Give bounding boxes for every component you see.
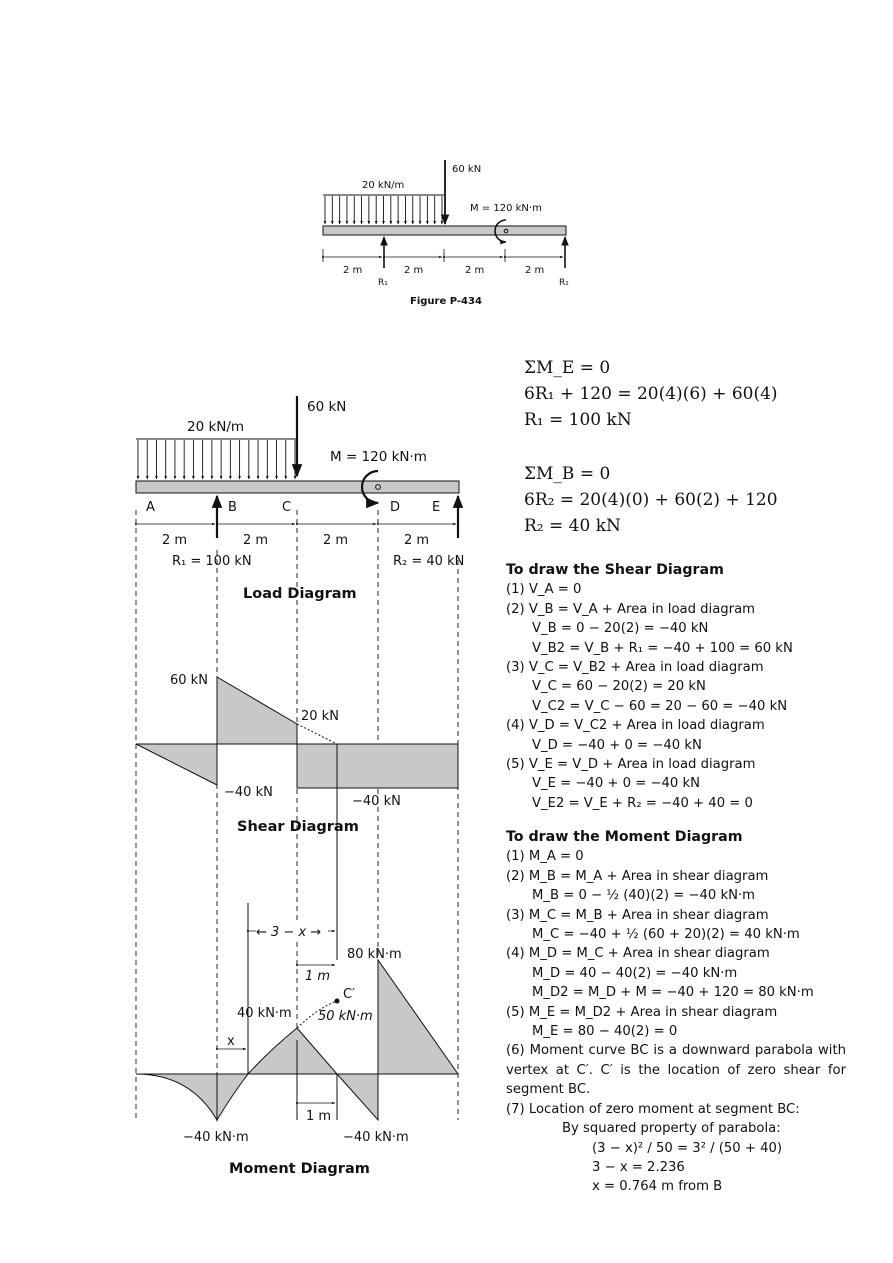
moment-step-2a: M_B = 0 − ½ (40)(2) = −40 kN·m bbox=[532, 888, 755, 904]
moment-step-5: (5) M_E = M_D2 + Area in shear diagram bbox=[506, 1004, 778, 1020]
moment-step-4a: M_D = 40 − 40(2) = −40 kN·m bbox=[532, 965, 738, 981]
moment-area-ab bbox=[135, 1073, 218, 1122]
shear-diagram-title: Shear Diagram bbox=[237, 819, 359, 835]
r1-label: R₁ = 100 kN bbox=[172, 554, 252, 569]
moment-neg40-label-b: −40 kN·m bbox=[343, 1130, 409, 1145]
shear-step-3b: V_C2 = V_C − 60 = 20 − 60 = −40 kN bbox=[532, 698, 788, 714]
moment-40-label: 40 kN·m bbox=[237, 1006, 292, 1021]
top-span-2: 2 m bbox=[404, 265, 423, 276]
moment-step-7b: (3 − x)² / 50 = 3² / (50 + 40) bbox=[592, 1140, 783, 1156]
top-moment-icon bbox=[494, 219, 507, 245]
shear-step-2b: V_B2 = V_B + R₁ = −40 + 100 = 60 kN bbox=[532, 640, 793, 656]
figure-caption: Figure P-434 bbox=[410, 296, 482, 307]
moment-step-5a: M_E = 80 − 40(2) = 0 bbox=[532, 1024, 678, 1040]
moment-step-6: (6) Moment curve BC is a downward parabo… bbox=[506, 1043, 846, 1098]
moment-area-bc-neg bbox=[216, 1073, 250, 1122]
top-span-1: 2 m bbox=[343, 265, 362, 276]
equation-r2-calc: 6R₂ = 20(4)(0) + 60(2) + 120 bbox=[524, 490, 778, 510]
shear-step-4: (4) V_D = V_C2 + Area in load diagram bbox=[506, 718, 765, 734]
load-moment-label: M = 120 kN·m bbox=[330, 449, 427, 465]
equation-sum-me: ΣM_E = 0 bbox=[524, 358, 611, 378]
shear-step-1: (1) V_A = 0 bbox=[506, 582, 582, 598]
r2-label: R₂ = 40 kN bbox=[393, 554, 464, 569]
point-label-c: C bbox=[282, 500, 291, 515]
moment-50-label: 50 kN·m bbox=[318, 1009, 373, 1024]
point-label-a: A bbox=[146, 500, 155, 515]
top-span-4: 2 m bbox=[525, 265, 544, 276]
c-prime-point bbox=[334, 998, 340, 1004]
moment-step-4: (4) M_D = M_C + Area in shear diagram bbox=[506, 946, 770, 962]
span-4: 2 m bbox=[404, 533, 429, 548]
top-r1-label: R₁ bbox=[378, 278, 388, 288]
guide-lines bbox=[135, 510, 459, 1120]
top-moment-label: M = 120 kN·m bbox=[470, 203, 542, 214]
point-label-b: B bbox=[228, 500, 237, 515]
shear-step-2a: V_B = 0 − 20(2) = −40 kN bbox=[532, 621, 709, 637]
equation-r2: R₂ = 40 kN bbox=[524, 516, 621, 536]
load-point-label: 60 kN bbox=[307, 399, 346, 415]
load-moment-icon bbox=[360, 469, 380, 509]
moment-area-bc-pos bbox=[246, 1027, 339, 1075]
shear-step-3: (3) V_C = V_B2 + Area in load diagram bbox=[506, 660, 764, 676]
shear-area-bc bbox=[216, 676, 298, 745]
shear-neg40-label-b: −40 kN bbox=[352, 794, 401, 809]
top-beam bbox=[322, 225, 567, 236]
span-2: 2 m bbox=[243, 533, 268, 548]
moment-step-7d: x = 0.764 m from B bbox=[592, 1179, 723, 1195]
shear-20-label: 20 kN bbox=[301, 709, 339, 724]
shear-area-ab bbox=[135, 743, 218, 786]
shear-neg40-label-a: −40 kN bbox=[224, 785, 273, 800]
top-point-load-label: 60 kN bbox=[452, 164, 481, 175]
moment-80-label: 80 kN·m bbox=[347, 947, 402, 962]
moment-step-3a: M_C = −40 + ½ (60 + 20)(2) = 40 kN·m bbox=[532, 927, 800, 943]
top-span-3: 2 m bbox=[465, 265, 484, 276]
top-dist-load-label: 20 kN/m bbox=[362, 180, 404, 191]
one-m-top-label: 1 m bbox=[305, 969, 330, 984]
moment-step-3: (3) M_C = M_B + Area in shear diagram bbox=[506, 907, 769, 923]
moment-step-7a: By squared property of parabola: bbox=[562, 1121, 781, 1137]
moment-step-7: (7) Location of zero moment at segment B… bbox=[506, 1101, 800, 1117]
top-dist-load-arrows bbox=[323, 196, 444, 225]
figure-p434: 20 kN/m 60 kN M = 120 kN·m R₁ R₂ 2 m 2 m… bbox=[322, 160, 569, 307]
shear-step-3a: V_C = 60 − 20(2) = 20 kN bbox=[532, 679, 706, 695]
shear-60-label: 60 kN bbox=[170, 673, 208, 688]
one-m-bottom-label: 1 m bbox=[306, 1109, 331, 1124]
point-label-e: E bbox=[432, 500, 440, 515]
moment-area-de bbox=[377, 958, 459, 1075]
point-label-d: D bbox=[390, 500, 400, 515]
moment-step-7c: 3 − x = 2.236 bbox=[592, 1159, 685, 1175]
shear-area-ce bbox=[296, 743, 459, 789]
moment-step-1: (1) M_A = 0 bbox=[506, 849, 584, 865]
top-r2-label: R₂ bbox=[559, 278, 569, 288]
moment-steps-heading: To draw the Moment Diagram bbox=[506, 829, 743, 845]
moment-neg40-label-a: −40 kN·m bbox=[183, 1130, 249, 1145]
span-3: 2 m bbox=[323, 533, 348, 548]
moment-diagram-title: Moment Diagram bbox=[229, 1161, 370, 1177]
load-diagram-title: Load Diagram bbox=[243, 586, 357, 602]
shear-steps: To draw the Shear Diagram (1) V_A = 0 (2… bbox=[506, 561, 793, 813]
moment-area-cd bbox=[335, 1073, 379, 1122]
shear-step-5b: V_E2 = V_E + R₂ = −40 + 40 = 0 bbox=[532, 795, 753, 811]
load-dist-label: 20 kN/m bbox=[187, 419, 244, 435]
shear-step-5a: V_E = −40 + 0 = −40 kN bbox=[532, 776, 700, 792]
equation-r1-calc: 6R₁ + 120 = 20(4)(6) + 60(4) bbox=[524, 384, 778, 404]
moment-steps: To draw the Moment Diagram (1) M_A = 0 (… bbox=[506, 828, 846, 1197]
equation-r1: R₁ = 100 kN bbox=[524, 410, 632, 430]
shear-step-2: (2) V_B = V_A + Area in load diagram bbox=[506, 601, 756, 617]
diagrams: 20 kN/m 60 kN M = 120 kN·m A B C D E 2 m… bbox=[135, 396, 464, 1177]
shear-step-5: (5) V_E = V_D + Area in load diagram bbox=[506, 757, 756, 773]
span-1: 2 m bbox=[162, 533, 187, 548]
load-beam bbox=[135, 480, 460, 494]
load-dist-arrows bbox=[136, 440, 297, 480]
moment-step-2: (2) M_B = M_A + Area in shear diagram bbox=[506, 868, 769, 884]
equation-sum-mb: ΣM_B = 0 bbox=[524, 464, 611, 484]
moment-step-4b: M_D2 = M_D + M = −40 + 120 = 80 kN·m bbox=[532, 985, 814, 1001]
three-minus-x-label: ← 3 − x → bbox=[256, 925, 321, 940]
x-label: x bbox=[227, 1034, 235, 1049]
c-prime-label: C′ bbox=[343, 987, 355, 1002]
shear-steps-heading: To draw the Shear Diagram bbox=[506, 562, 724, 578]
shear-step-4a: V_D = −40 + 0 = −40 kN bbox=[532, 737, 702, 753]
